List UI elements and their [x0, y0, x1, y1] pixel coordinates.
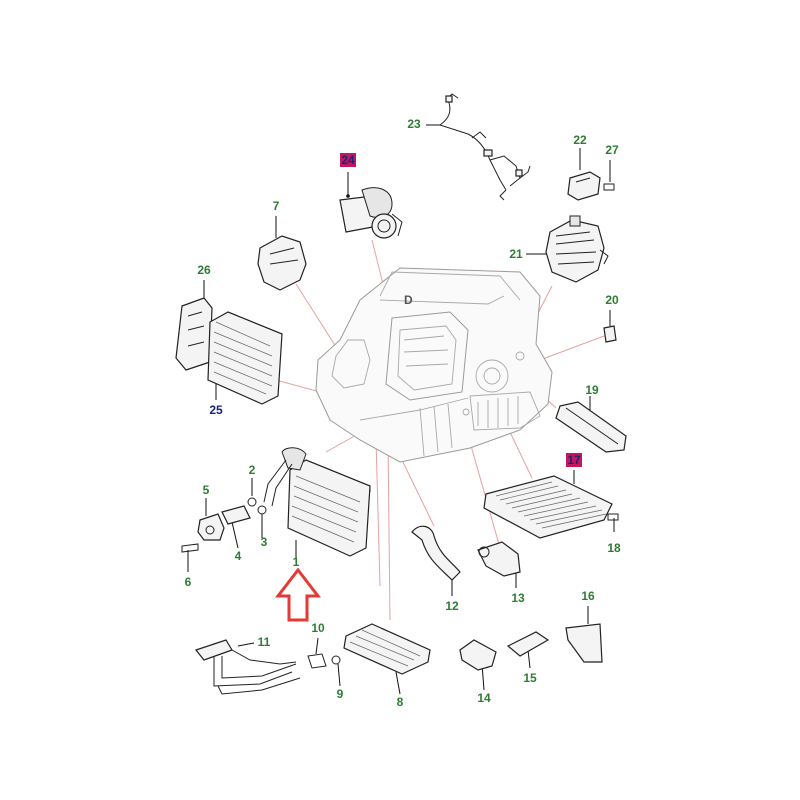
part-16-panel — [565, 606, 603, 663]
callout-10: 10 — [311, 621, 325, 635]
callout-number-21: 21 — [509, 247, 523, 261]
callout-number-4: 4 — [235, 549, 242, 563]
callout-17: 17 — [566, 453, 582, 467]
callout-18: 18 — [607, 541, 621, 555]
part-4-bracket — [221, 505, 251, 549]
part-26-filter-frame — [175, 280, 213, 371]
part-6-bolt — [181, 543, 199, 572]
callout-9: 9 — [337, 687, 344, 701]
part-15-bracket — [506, 631, 550, 669]
callout-23: 23 — [407, 117, 421, 131]
callout-number-12: 12 — [445, 599, 459, 613]
callout-3: 3 — [261, 535, 268, 549]
callout-number-15: 15 — [523, 671, 537, 685]
callout-number-27: 27 — [605, 143, 619, 157]
callout-12: 12 — [445, 599, 459, 613]
part-17-module — [483, 470, 613, 539]
callout-11: 11 — [258, 635, 271, 649]
callout-20: 20 — [605, 293, 619, 307]
callout-16: 16 — [581, 589, 595, 603]
callout-number-10: 10 — [311, 621, 325, 635]
part-5-expansion-valve — [197, 498, 225, 541]
callout-1: 1 — [293, 555, 300, 569]
assembly-marker-d: D — [404, 293, 413, 307]
callout-2: 2 — [249, 463, 256, 477]
callout-number-2: 2 — [249, 463, 256, 477]
red-pointer-arrow — [274, 567, 322, 622]
callout-21: 21 — [509, 247, 523, 261]
part-23-wiring-harness — [426, 93, 531, 201]
callout-number-5: 5 — [203, 483, 210, 497]
callout-number-23: 23 — [407, 117, 421, 131]
part-9-oring — [331, 655, 341, 687]
part-21-actuator-assembly — [526, 215, 609, 283]
part-27-screw — [603, 160, 615, 191]
part-24-blower-motor — [339, 172, 403, 239]
callout-number-26: 26 — [197, 263, 211, 277]
callout-number-11: 11 — [258, 635, 271, 649]
callout-number-9: 9 — [337, 687, 344, 701]
part-7-cover — [257, 216, 307, 291]
callout-number-25: 25 — [209, 403, 223, 417]
callout-number-20: 20 — [605, 293, 619, 307]
callout-5: 5 — [203, 483, 210, 497]
part-11-heater-hoses — [194, 639, 301, 695]
part-13-bracket — [477, 541, 521, 588]
callout-25: 25 — [209, 403, 223, 417]
callout-19: 19 — [585, 383, 599, 397]
part-8-heater-core — [343, 623, 431, 695]
callout-number-16: 16 — [581, 589, 595, 603]
callout-number-17: 17 — [567, 453, 581, 467]
callout-26: 26 — [197, 263, 211, 277]
callout-labels: 1234567891011121314151617181920212223242… — [185, 117, 621, 709]
part-12-hose — [411, 525, 461, 596]
callout-number-6: 6 — [185, 575, 192, 589]
callout-number-24: 24 — [341, 153, 355, 167]
callout-number-1: 1 — [293, 555, 300, 569]
callout-number-3: 3 — [261, 535, 268, 549]
callout-6: 6 — [185, 575, 192, 589]
callout-number-7: 7 — [273, 199, 280, 213]
callout-number-19: 19 — [585, 383, 599, 397]
part-2-oring — [247, 478, 257, 507]
callout-number-8: 8 — [397, 695, 404, 709]
part-22-actuator — [567, 148, 601, 201]
part-10-clip — [307, 637, 327, 669]
callout-24: 24 — [340, 153, 356, 167]
callout-number-14: 14 — [477, 691, 491, 705]
callout-number-18: 18 — [607, 541, 621, 555]
callout-number-22: 22 — [573, 133, 587, 147]
part-14-bracket — [459, 639, 497, 691]
callout-13: 13 — [511, 591, 525, 605]
callout-4: 4 — [235, 549, 242, 563]
callout-15: 15 — [523, 671, 537, 685]
part-19-heater-element — [555, 396, 627, 453]
callout-27: 27 — [605, 143, 619, 157]
callout-17-highlight-box — [566, 453, 582, 467]
callout-22: 22 — [573, 133, 587, 147]
part-1-evaporator — [263, 447, 371, 558]
callout-8: 8 — [397, 695, 404, 709]
part-18-screw — [607, 513, 619, 532]
part-25-cabin-filter — [207, 311, 283, 405]
callout-24-highlight-box — [340, 153, 356, 167]
part-3-seal — [257, 505, 267, 538]
hvac-housing — [315, 267, 553, 463]
callout-14: 14 — [477, 691, 491, 705]
callout-number-13: 13 — [511, 591, 525, 605]
part-20-sensor — [603, 310, 617, 343]
callout-7: 7 — [273, 199, 280, 213]
